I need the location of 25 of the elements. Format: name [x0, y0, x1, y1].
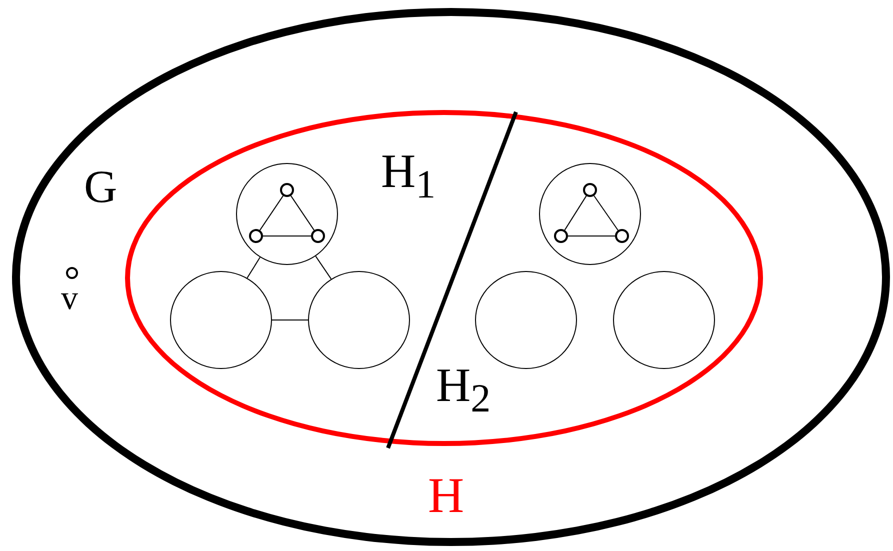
region-label: H$_{2}$ — [436, 362, 491, 419]
circle-vertex — [614, 228, 628, 242]
edge-line — [594, 195, 618, 231]
set-label: G — [84, 164, 118, 210]
edge-line — [564, 195, 587, 231]
circle — [613, 271, 715, 369]
outer-ellipse — [12, 8, 890, 546]
circle — [539, 163, 641, 265]
edge-line — [259, 195, 284, 231]
set-label: H — [428, 470, 464, 520]
circle — [236, 163, 338, 265]
edge-line — [290, 195, 315, 231]
circle-vertex — [554, 228, 568, 242]
circle — [170, 271, 272, 369]
circle-vertex — [582, 182, 596, 196]
circle — [308, 271, 410, 369]
circle-vertex — [310, 228, 324, 242]
circle-vertex — [248, 228, 262, 242]
circle — [475, 271, 577, 369]
vertex-label: v — [61, 282, 78, 316]
circle-vertex — [66, 267, 78, 279]
circle-vertex — [280, 182, 294, 196]
edge-line — [315, 256, 332, 280]
region-label: H$_{1}$ — [381, 148, 436, 205]
edge-line — [246, 256, 261, 278]
